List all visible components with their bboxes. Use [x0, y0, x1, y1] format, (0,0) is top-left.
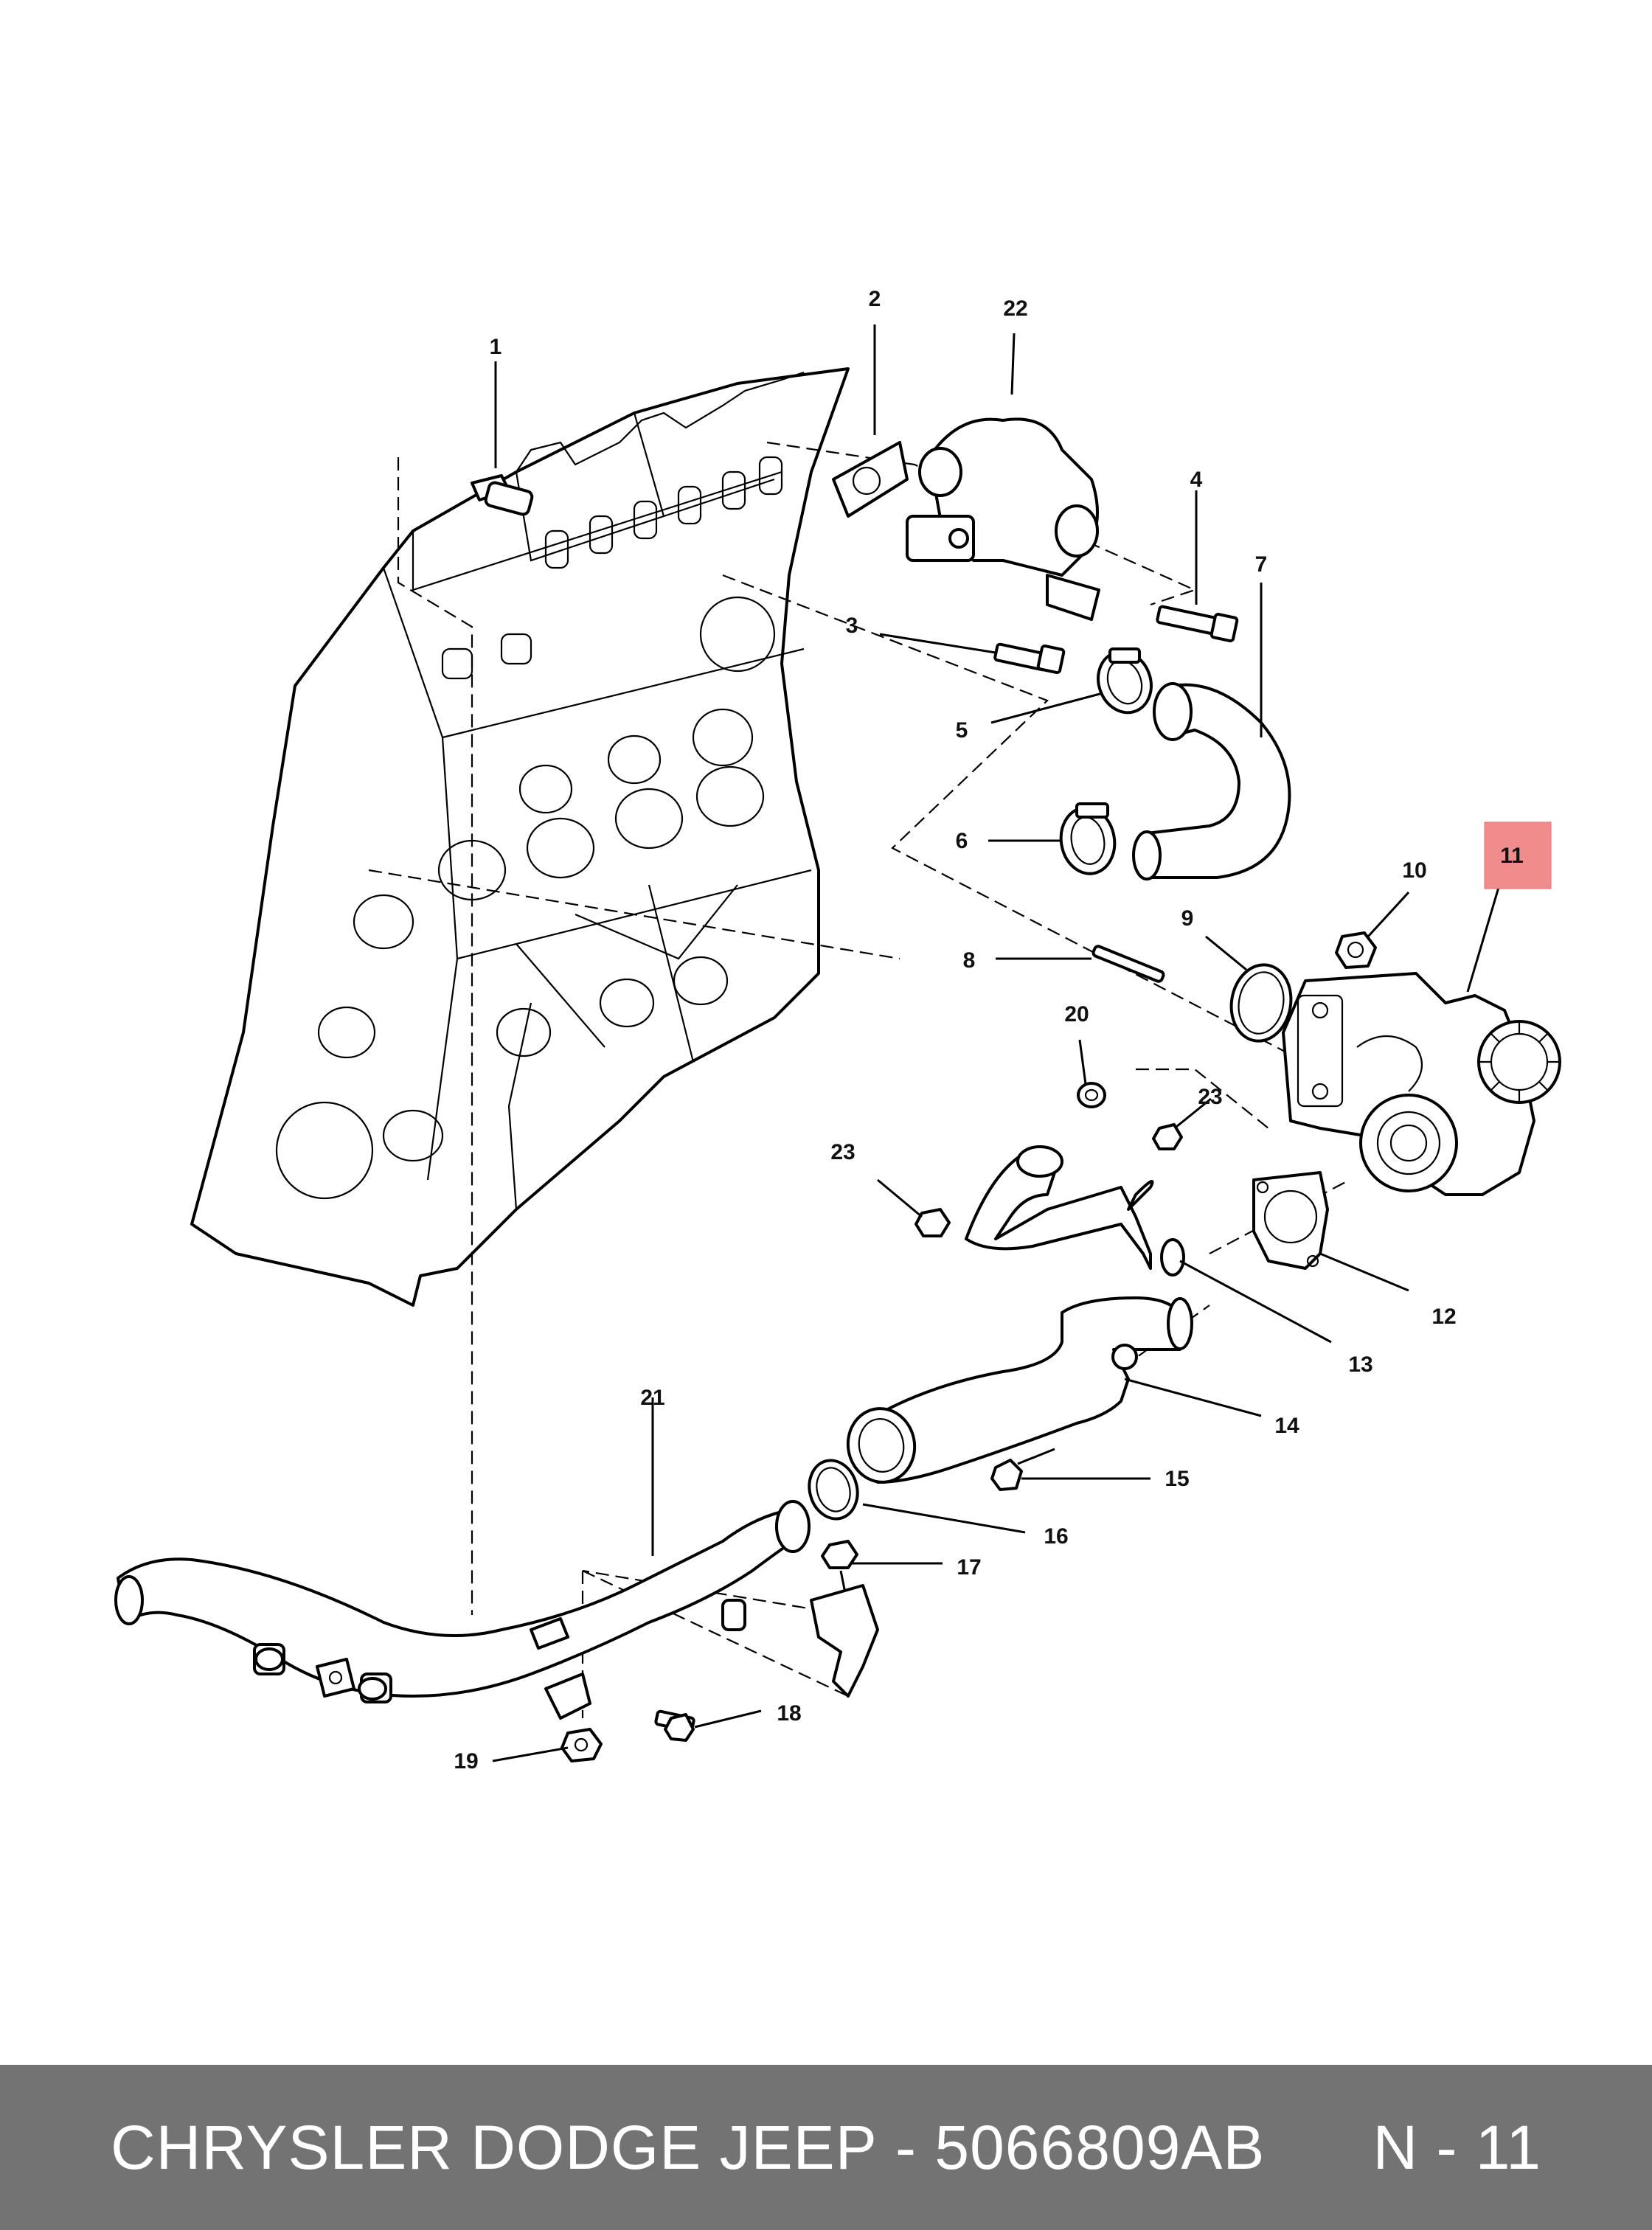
- part-22-thermostat-housing: [906, 417, 1100, 621]
- highlight-box-11: [1484, 822, 1552, 889]
- part-19-nut: [560, 1728, 603, 1762]
- callout-numbers: 1 2 3 4 5 6 7 8 9 10 11 12 13 14 15 16 1…: [454, 287, 1524, 1774]
- part-14-elbow-pipe: [846, 1296, 1193, 1484]
- callout-15: 15: [1165, 1467, 1189, 1491]
- part-8-stud: [1092, 945, 1165, 983]
- part-10-nut: [1335, 931, 1377, 969]
- part-1-sensor: [471, 474, 534, 516]
- separator: -: [877, 2112, 935, 2182]
- spacer: [1265, 2112, 1372, 2184]
- callout-20: 20: [1064, 1002, 1089, 1027]
- part-23-bolt-b: [1152, 1123, 1183, 1150]
- callout-6: 6: [956, 829, 968, 853]
- part-16-oring: [808, 1459, 859, 1521]
- callout-3: 3: [846, 614, 858, 638]
- callout-11: 11: [1500, 844, 1524, 868]
- callout-2: 2: [869, 287, 881, 311]
- part-7-hose: [1132, 682, 1291, 880]
- part-9-oring: [1229, 963, 1293, 1043]
- leader-lines: [492, 324, 1503, 1762]
- part-23-bolt-a: [914, 1208, 951, 1237]
- callout-4: 4: [1190, 468, 1203, 492]
- part-3-bolt: [993, 642, 1066, 675]
- callout-19: 19: [454, 1749, 478, 1774]
- callout-22: 22: [1003, 296, 1027, 321]
- callout-17: 17: [957, 1555, 981, 1580]
- part-12-gasket: [1252, 1171, 1329, 1270]
- part-5-clamp: [1097, 647, 1153, 715]
- part-2-gasket: [832, 441, 909, 518]
- part-11-water-pump: [1282, 972, 1561, 1196]
- part-number: 5066809AB: [934, 2112, 1266, 2182]
- part-15-bolt: [990, 1448, 1055, 1491]
- callout-13: 13: [1348, 1352, 1372, 1377]
- callout-23-right: 23: [1198, 1085, 1222, 1109]
- callout-5: 5: [956, 718, 968, 743]
- footer-text: CHRYSLER DODGE JEEP - 5066809AB N - 11: [111, 2112, 1541, 2184]
- callout-18: 18: [777, 1701, 801, 1726]
- callout-10: 10: [1402, 858, 1426, 883]
- callout-7: 7: [1255, 552, 1268, 577]
- callout-1: 1: [490, 335, 502, 359]
- callout-8: 8: [963, 948, 976, 973]
- part-4-bolt: [1156, 605, 1239, 643]
- part-13-tube: [965, 1145, 1185, 1276]
- part-20-nut: [1077, 1082, 1106, 1108]
- part-17-bolt: [810, 1540, 879, 1698]
- callout-9: 9: [1181, 906, 1194, 931]
- callout-14: 14: [1274, 1414, 1299, 1438]
- callout-23-left: 23: [830, 1140, 855, 1164]
- footer-banner: CHRYSLER DODGE JEEP - 5066809AB N - 11: [0, 2065, 1652, 2230]
- part-6-clamp: [1059, 802, 1117, 875]
- callout-21: 21: [640, 1386, 664, 1410]
- brand-name: CHRYSLER DODGE JEEP: [111, 2112, 878, 2182]
- parts-diagram: 1 2 3 4 5 6 7 8 9 10 11 12 13 14 15 16 1…: [114, 287, 1561, 1774]
- callout-12: 12: [1431, 1305, 1456, 1329]
- part-21-coolant-pipe: [114, 1500, 811, 1720]
- callout-16: 16: [1044, 1524, 1068, 1549]
- part-18-bolt: [654, 1709, 695, 1742]
- diagram-reference: N - 11: [1372, 2112, 1541, 2182]
